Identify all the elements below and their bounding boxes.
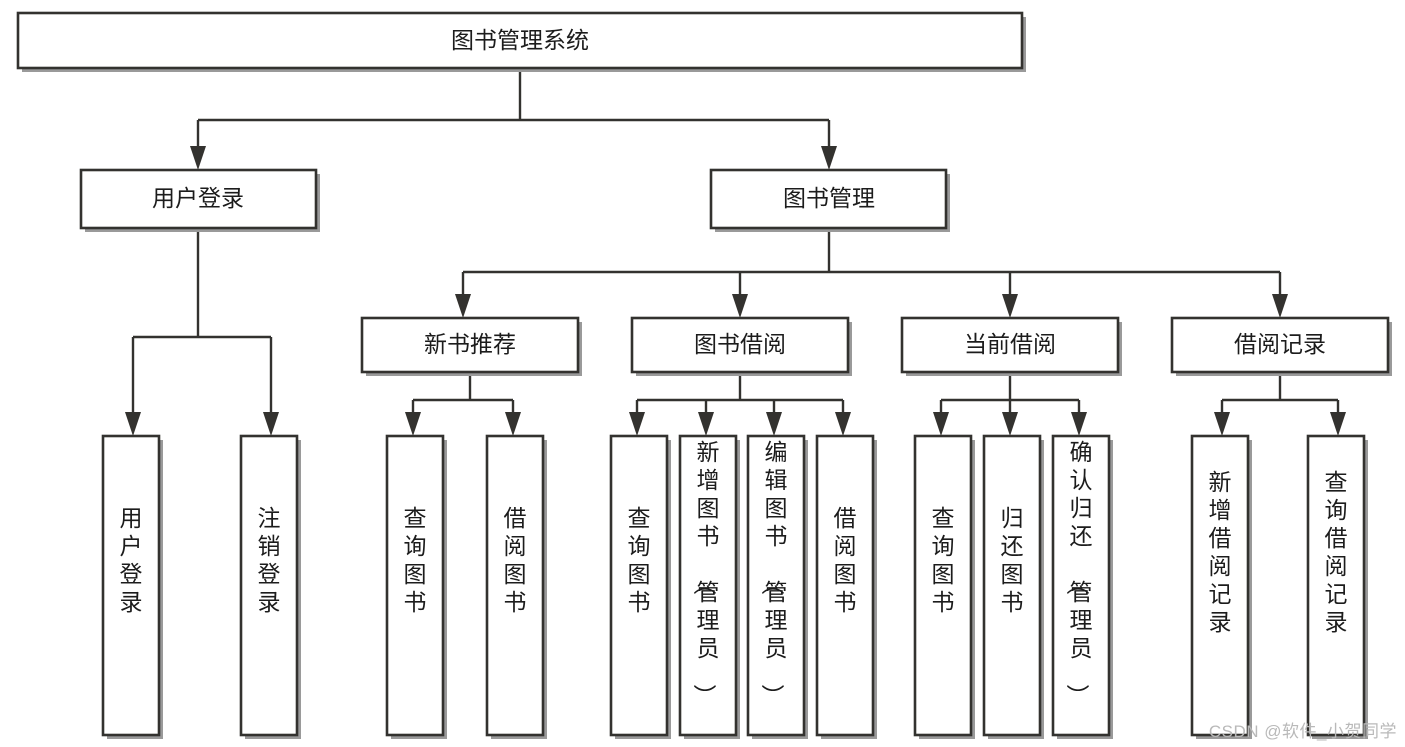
leaf-node-currentborrow-confirm-return-admin[interactable]: 确认归还（管理员） — [1051, 434, 1113, 739]
arrowhead-current-borrow — [1002, 294, 1018, 318]
leaf-box — [239, 434, 299, 737]
connector-group-book-management — [455, 232, 1288, 318]
leaf-box — [982, 434, 1042, 737]
leaf-label-vertical: 查询图书 — [628, 505, 651, 615]
leaf-node-newbook-query-book[interactable]: 查询图书 — [385, 434, 447, 739]
leaf-node-user-logout[interactable]: 注销登录 — [239, 434, 301, 739]
arrowhead-book-mgmt — [821, 146, 837, 170]
leaf-box — [746, 434, 806, 737]
arrowhead-borrow-record — [1272, 294, 1288, 318]
leaf-box — [1306, 434, 1366, 737]
leaf-box — [101, 434, 161, 737]
node-root-book-management-system[interactable]: 图书管理系统 — [16, 11, 1026, 72]
borrow-record-label: 借阅记录 — [1234, 331, 1326, 357]
leaf-node-currentborrow-return-book[interactable]: 归还图书 — [982, 434, 1044, 739]
new-book-recommend-box — [360, 316, 580, 374]
node-new-book-recommend[interactable]: 新书推荐 — [360, 316, 582, 376]
connector-group-root — [190, 68, 837, 170]
leaf-node-bookborrow-query-book[interactable]: 查询图书 — [609, 434, 671, 739]
csdn-watermark: CSDN @软件_小贺同学 — [1208, 722, 1397, 741]
arrowhead-leaf-currentborrow-3 — [1071, 412, 1087, 436]
arrowhead-new-book — [455, 294, 471, 318]
node-user-login[interactable]: 用户登录 — [79, 168, 320, 232]
leaf-label-vertical: 借阅图书 — [504, 505, 527, 615]
leaf-box — [385, 434, 445, 737]
arrowhead-leaf-user-login-2 — [263, 412, 279, 436]
leaf-label-vertical: 新增借阅记录 — [1209, 469, 1232, 635]
user-login-label: 用户登录 — [152, 185, 244, 211]
leaf-label-vertical: 用户登录 — [120, 505, 143, 615]
node-book-borrow[interactable]: 图书借阅 — [630, 316, 852, 376]
book-borrow-box — [630, 316, 850, 374]
leaf-node-borrowrecord-add-record[interactable]: 新增借阅记录 — [1190, 434, 1252, 739]
arrowhead-leaf-currentborrow-2 — [1002, 412, 1018, 436]
arrowhead-leaf-newbook-2 — [505, 412, 521, 436]
leaf-node-bookborrow-borrow-book[interactable]: 借阅图书 — [815, 434, 877, 739]
leaf-box — [1051, 434, 1111, 737]
new-book-recommend-label: 新书推荐 — [424, 331, 516, 357]
arrowhead-leaf-currentborrow-1 — [933, 412, 949, 436]
root-label: 图书管理系统 — [451, 27, 589, 53]
leaf-box — [1190, 434, 1250, 737]
leaf-label-vertical: 确认归还（管理员） — [1065, 439, 1093, 707]
leaf-label-vertical: 注销登录 — [258, 505, 281, 615]
borrow-record-box — [1170, 316, 1390, 374]
leaf-label-vertical: 查询图书 — [932, 505, 955, 615]
connector-group-user-login — [125, 232, 279, 436]
current-borrow-box — [900, 316, 1120, 374]
leaf-node-currentborrow-query-book[interactable]: 查询图书 — [913, 434, 975, 739]
leaf-box — [485, 434, 545, 737]
user-login-box — [79, 168, 318, 230]
leaf-node-bookborrow-edit-book-admin[interactable]: 编辑图书（管理员） — [746, 434, 808, 739]
leaf-box — [913, 434, 973, 737]
arrowhead-leaf-bookborrow-3 — [766, 412, 782, 436]
leaf-box — [678, 434, 738, 737]
node-current-borrow[interactable]: 当前借阅 — [900, 316, 1122, 376]
leaf-label-vertical: 归还图书 — [1001, 505, 1024, 615]
arrowhead-leaf-borrowrecord-2 — [1330, 412, 1346, 436]
connector-group-book-borrow — [629, 376, 851, 436]
leaf-node-borrowrecord-query-record[interactable]: 查询借阅记录 — [1306, 434, 1368, 739]
arrowhead-book-borrow — [732, 294, 748, 318]
arrowhead-leaf-bookborrow-2 — [698, 412, 714, 436]
arrowhead-user-login — [190, 146, 206, 170]
leaf-label-vertical: 查询借阅记录 — [1325, 469, 1348, 635]
leaf-node-bookborrow-add-book-admin[interactable]: 新增图书（管理员） — [678, 434, 740, 739]
leaf-box — [815, 434, 875, 737]
root-box — [16, 11, 1024, 70]
connector-group-borrow-record — [1214, 376, 1346, 436]
leaf-node-user-login-login[interactable]: 用户登录 — [101, 434, 163, 739]
arrowhead-leaf-bookborrow-1 — [629, 412, 645, 436]
leaf-label-vertical: 编辑图书（管理员） — [760, 439, 788, 707]
connector-group-new-book — [405, 376, 521, 436]
connector-group-current-borrow — [933, 376, 1087, 436]
leaf-node-newbook-borrow-book[interactable]: 借阅图书 — [485, 434, 547, 739]
node-book-management[interactable]: 图书管理 — [709, 168, 950, 232]
book-borrow-label: 图书借阅 — [694, 331, 786, 357]
arrowhead-leaf-borrowrecord-1 — [1214, 412, 1230, 436]
leaf-label-vertical: 新增图书（管理员） — [692, 439, 720, 707]
book-management-label: 图书管理 — [783, 185, 875, 211]
arrowhead-leaf-user-login-1 — [125, 412, 141, 436]
current-borrow-label: 当前借阅 — [964, 331, 1056, 357]
leaf-box — [609, 434, 669, 737]
arrowhead-leaf-bookborrow-4 — [835, 412, 851, 436]
leaf-label-vertical: 借阅图书 — [834, 505, 857, 615]
leaf-label-vertical: 查询图书 — [404, 505, 427, 615]
arrowhead-leaf-newbook-1 — [405, 412, 421, 436]
node-borrow-record[interactable]: 借阅记录 — [1170, 316, 1392, 376]
book-management-box — [709, 168, 948, 230]
